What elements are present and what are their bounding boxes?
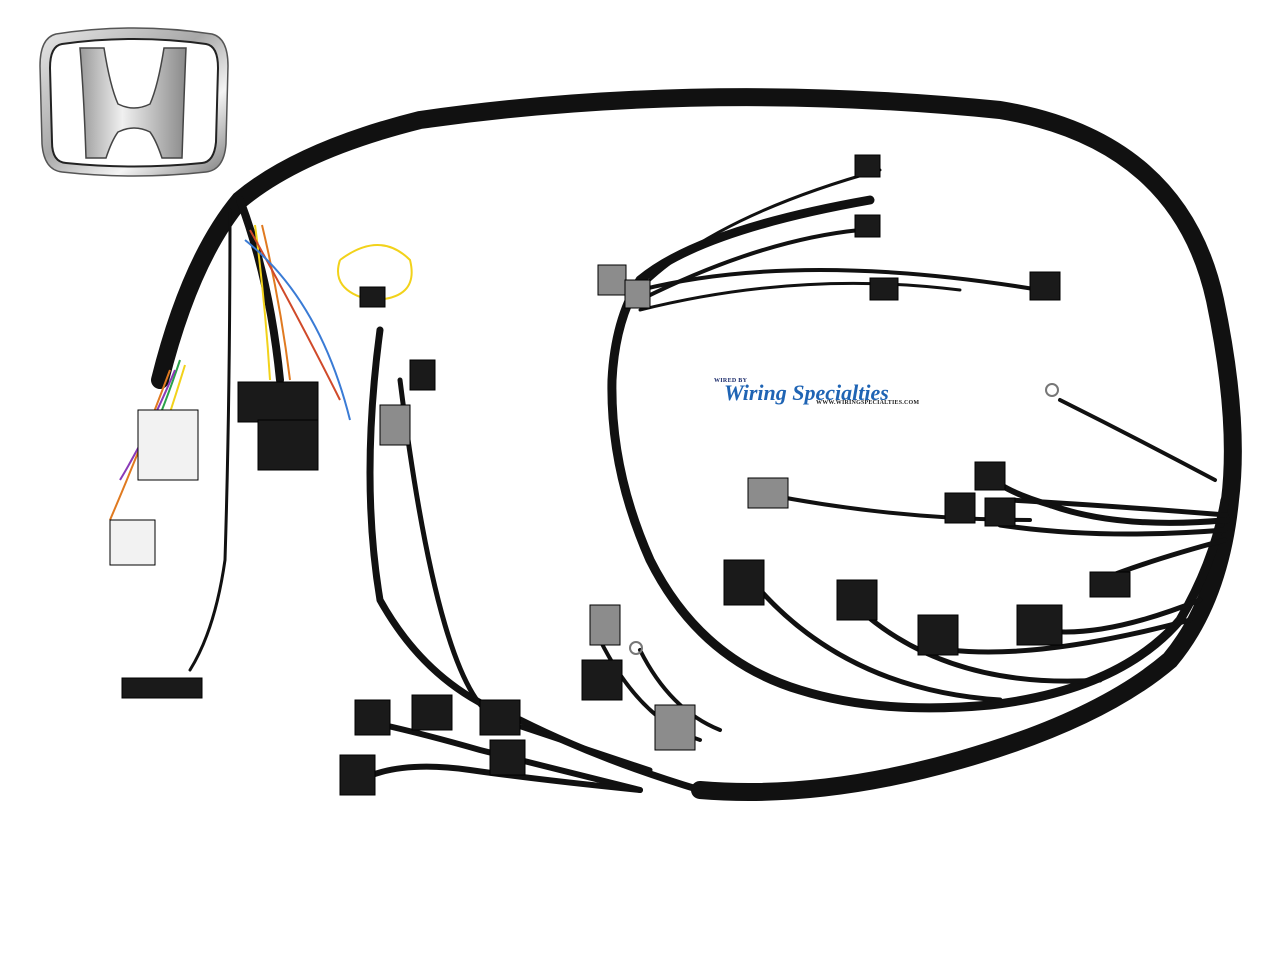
watermark: WIRED BY Wiring Specialties WWW.WIRINGSP…: [712, 376, 942, 412]
connectors: [109, 154, 1131, 796]
white-connector: [109, 519, 156, 566]
honda-logo: [36, 26, 232, 178]
watermark-brand: Wiring Specialties: [724, 380, 889, 405]
white-ecu-connector: [137, 409, 199, 481]
obd2-port: [121, 677, 203, 699]
honda-h-emblem-icon: [39, 27, 229, 177]
colored-wires: [109, 224, 413, 521]
watermark-url: WWW.WIRINGSPECIALTIES.COM: [816, 400, 920, 406]
watermark-wired-by: WIRED BY: [714, 378, 748, 384]
main-loom: [151, 88, 1242, 801]
relay: [237, 381, 319, 423]
relay: [257, 419, 319, 471]
